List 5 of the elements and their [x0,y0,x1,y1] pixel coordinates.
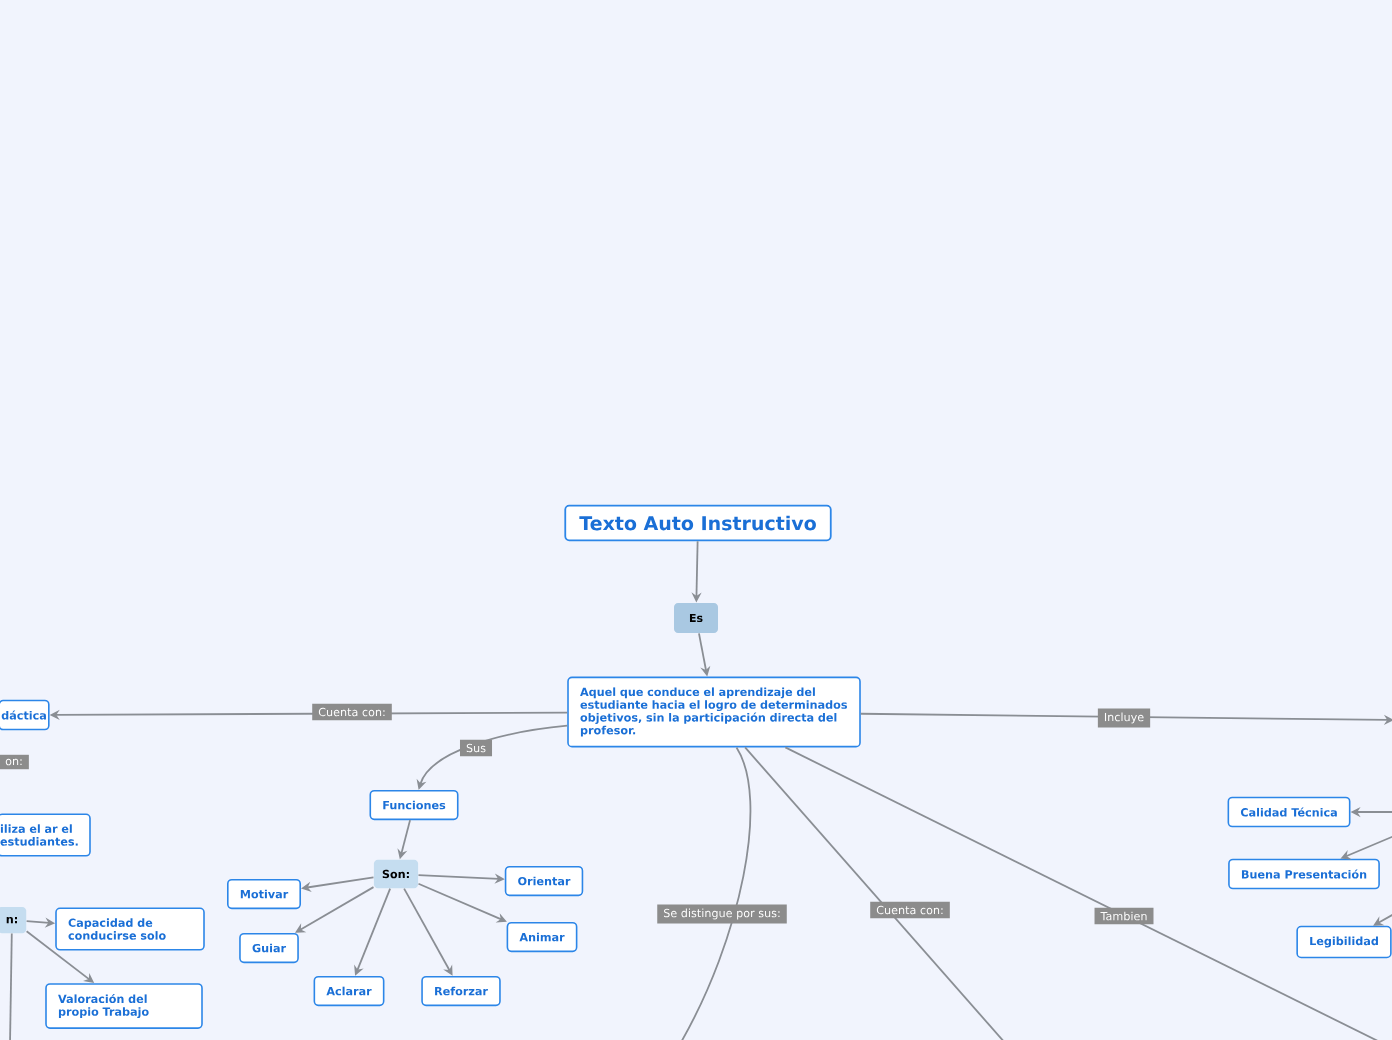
arrow [295,886,375,933]
arrow [1373,913,1392,926]
arrow [417,882,507,923]
arrow [403,887,453,976]
title-box: Texto Auto Instructivo [564,504,832,542]
